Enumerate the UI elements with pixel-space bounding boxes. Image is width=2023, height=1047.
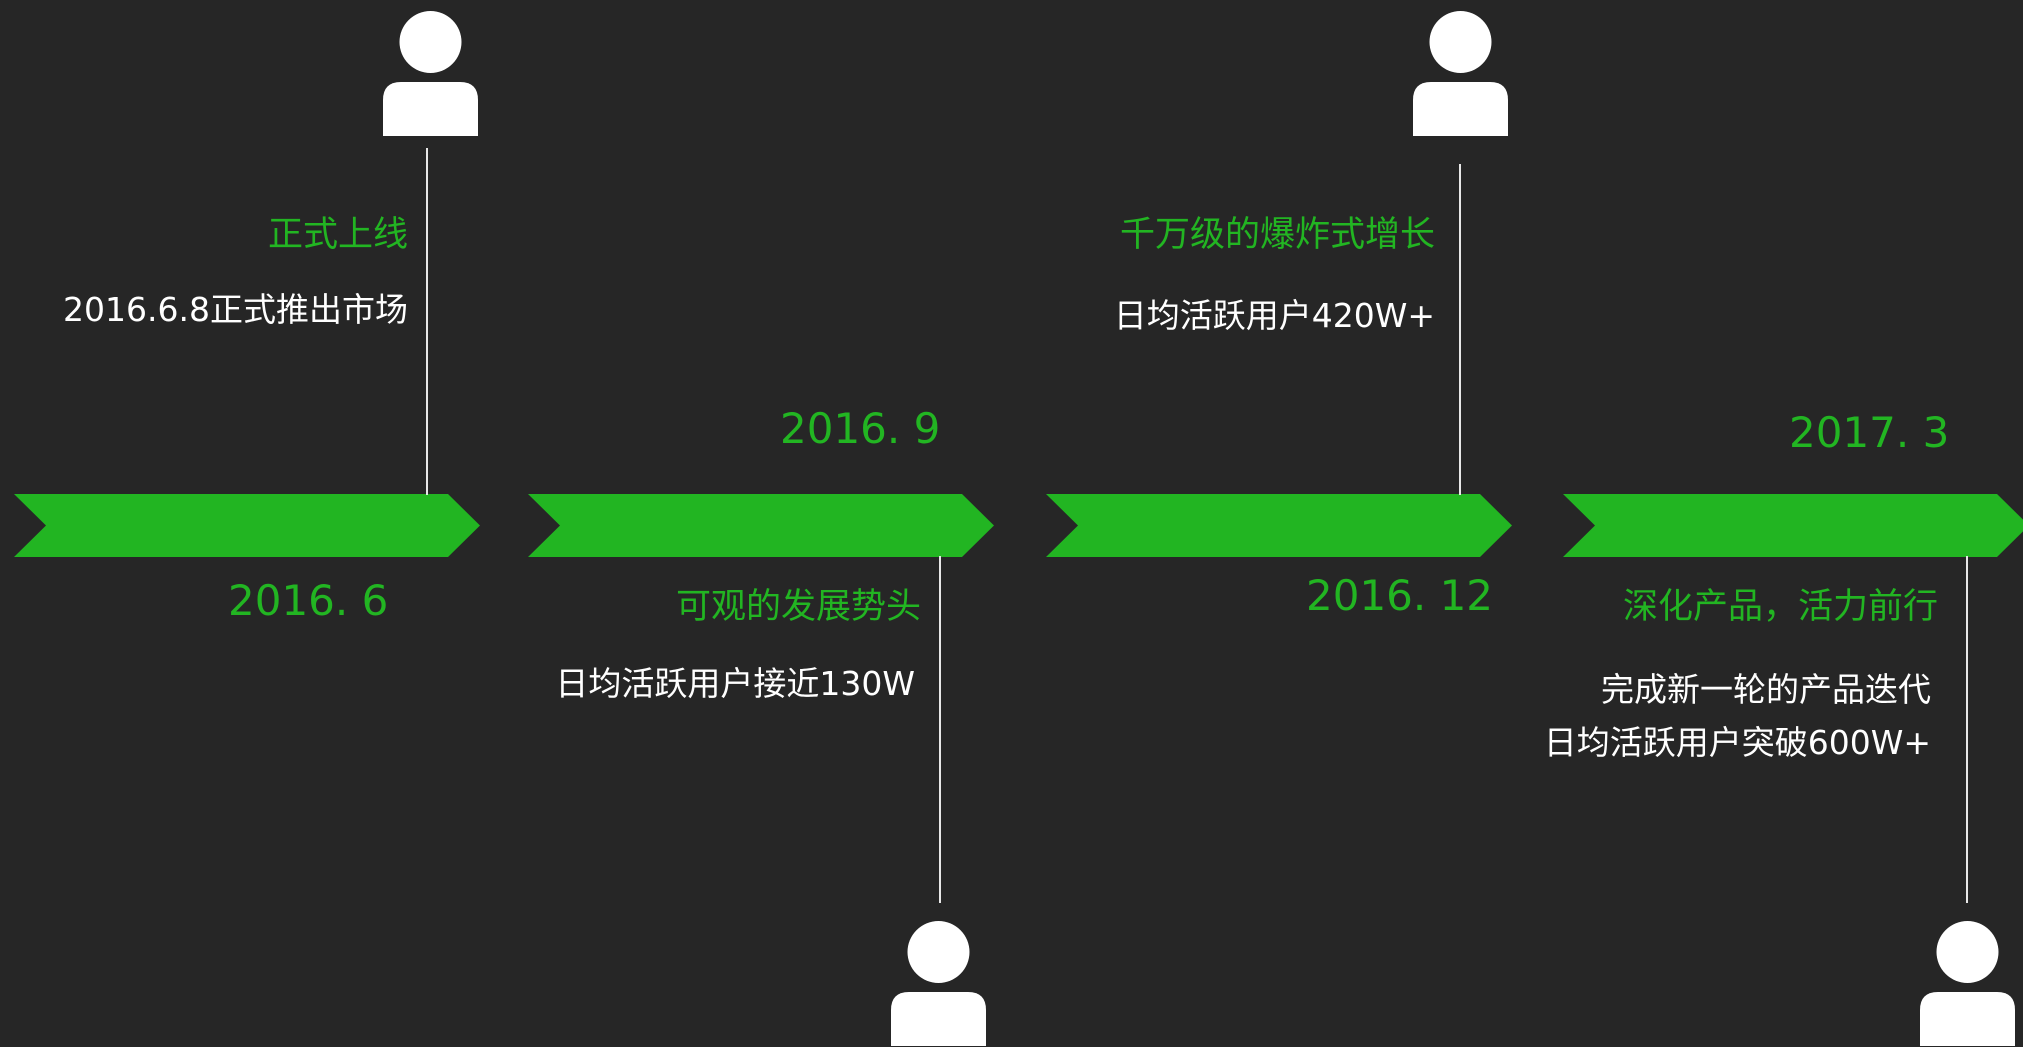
person-icon xyxy=(1413,10,1508,136)
milestone-3-title: 千万级的爆炸式增长 xyxy=(1119,215,1435,255)
milestone-4-line-2: 日均活跃用户突破600W+ xyxy=(1543,722,1931,762)
milestone-3-date: 2016. 12 xyxy=(1306,571,1494,620)
milestone-2-date: 2016. 9 xyxy=(780,404,941,453)
milestone-1-line-1: 2016.6.8正式推出市场 xyxy=(63,290,408,329)
connector-line-2 xyxy=(939,556,941,903)
milestone-4-line-1: 完成新一轮的产品迭代 xyxy=(1601,670,1931,709)
person-icon xyxy=(383,10,478,136)
connector-line-1 xyxy=(426,148,428,495)
timeline-arrow-1 xyxy=(14,494,480,557)
milestone-2-line-1: 日均活跃用户接近130W xyxy=(555,664,915,703)
milestone-3-line-1: 日均活跃用户420W+ xyxy=(1113,296,1435,335)
milestone-2-title: 可观的发展势头 xyxy=(675,587,921,627)
milestone-1-description: 2016.6.8正式推出市场 xyxy=(63,284,408,337)
milestone-1-date: 2016. 6 xyxy=(228,576,389,625)
milestone-3-description: 日均活跃用户420W+ xyxy=(1114,290,1435,343)
person-icon xyxy=(891,920,986,1046)
timeline-arrow-3 xyxy=(1046,494,1512,557)
milestone-4-date: 2017. 3 xyxy=(1789,408,1950,457)
timeline-arrow-4 xyxy=(1563,494,2023,557)
milestone-4-title: 深化产品，活力前行 xyxy=(1622,587,1938,627)
milestone-1-title: 正式上线 xyxy=(267,215,408,255)
connector-line-4 xyxy=(1966,556,1968,903)
milestone-4-description: 完成新一轮的产品迭代 日均活跃用户突破600W+ xyxy=(1544,664,1931,770)
milestone-2-description: 日均活跃用户接近130W xyxy=(555,658,915,711)
person-icon xyxy=(1920,920,2015,1046)
timeline-arrow-2 xyxy=(528,494,994,557)
connector-line-3 xyxy=(1459,164,1461,495)
